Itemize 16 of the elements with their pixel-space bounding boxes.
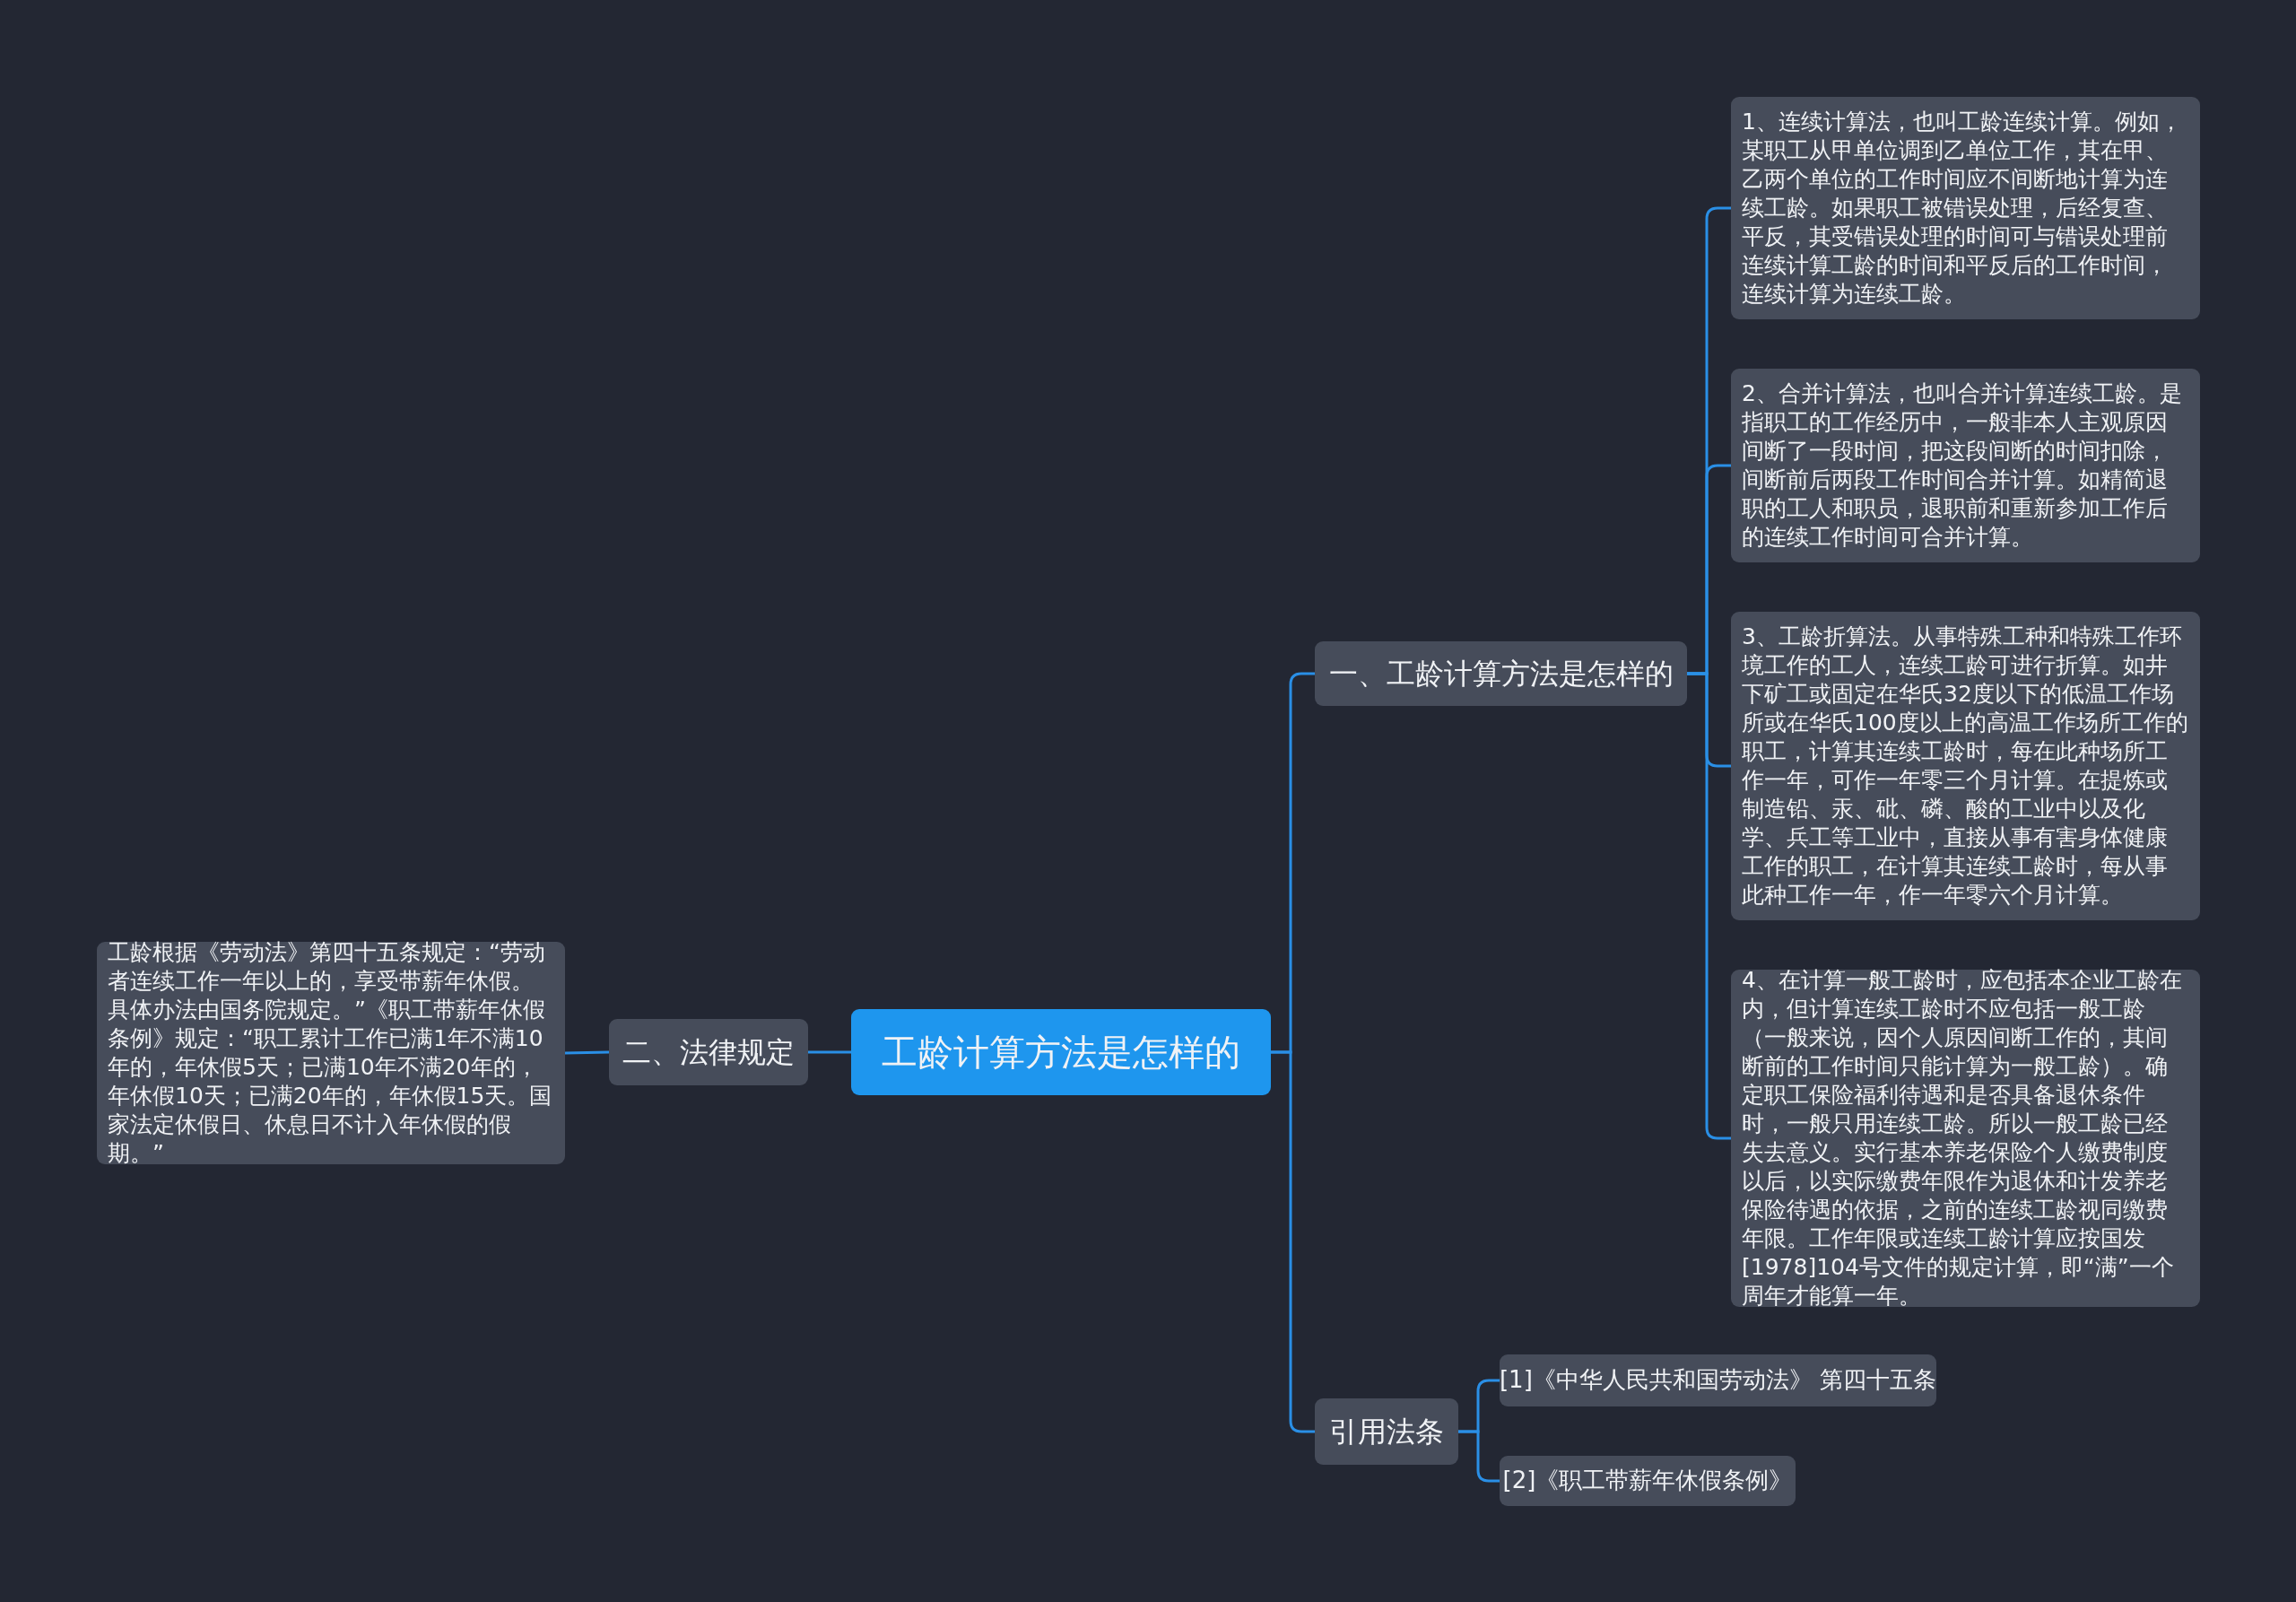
note-box: 2、合并计算法，也叫合并计算连续工龄。是指职工的工作经历中，一般非本人主观原因间断了一段时间，把这段间断的时间扣除，间断前后两段工作时间合并计算。如精简退职的工人和职员，退职前和重新参加工作后的连续工作时间可合并计算。 (1731, 369, 2200, 562)
connector-line (808, 1050, 851, 1054)
connector-line (564, 1050, 610, 1055)
topic-box: 引用法条 (1315, 1398, 1458, 1465)
connector-line (1687, 672, 1731, 1140)
reference-box: [2]《职工带薪年休假条例》 (1500, 1456, 1796, 1506)
central-topic-box: 工龄计算方法是怎样的 (851, 1009, 1271, 1095)
reference-box: [1]《中华人民共和国劳动法》 第四十五条 (1500, 1354, 1936, 1406)
topic-box: 一、工龄计算方法是怎样的 (1315, 641, 1687, 706)
note-box: 1、连续计算法，也叫工龄连续计算。例如，某职工从甲单位调到乙单位工作，其在甲、乙两个单位的工作时间应不间断地计算为连续工龄。如果职工被错误处理，后经复查、平反，其受错误处理的时间可与错误处理前连续计算工龄的时间和平反后的工作时间，连续计算为连续工龄。 (1731, 97, 2200, 319)
note-box: 4、在计算一般工龄时，应包括本企业工龄在内，但计算连续工龄时不应包括一般工龄（一般来说，因个人原因间断工作的，其间断前的工作时间只能计算为一般工龄）。确定职工保险福利待遇和是否具备退休条件时，一般只用连续工龄。所以一般工龄已经失去意义。实行基本养老保险个人缴费制度以后，以实际缴费年限作为退休和计发养老保险待遇的依据，之前的连续工龄视同缴费年限。工作年限或连续工龄计算应按国发[1978]104号文件的规定计算，即“满”一个周年才能算一年。 (1731, 970, 2200, 1307)
note-box: 3、工龄折算法。从事特殊工种和特殊工作环境工作的工人，连续工龄可进行折算。如井下矿工或固定在华氏32度以下的低温工作场所或在华氏100度以上的高温工作场所工作的职工，计算其连续工龄时，每在此种场所工作一年，可作一年零三个月计算。在提炼或制造铅、汞、砒、磷、酸的工业中以及化学、兵工等工业中，直接从事有害身体健康工作的职工，在计算其连续工龄时，每从事此种工作一年，作一年零六个月计算。 (1731, 612, 2200, 920)
note-box: 工龄根据《劳动法》第四十五条规定：“劳动者连续工作一年以上的，享受带薪年休假。具体办法由国务院规定。”《职工带薪年休假条例》规定：“职工累计工作已满1年不满10年的，年休假5天；已满10年不满20年的，年休假10天；已满20年的，年休假15天。国家法定休假日、休息日不计入年休假的假期。” (97, 942, 565, 1164)
connector-line (1271, 1050, 1315, 1433)
topic-box: 二、法律规定 (609, 1019, 808, 1085)
connector-line (1458, 1430, 1500, 1483)
